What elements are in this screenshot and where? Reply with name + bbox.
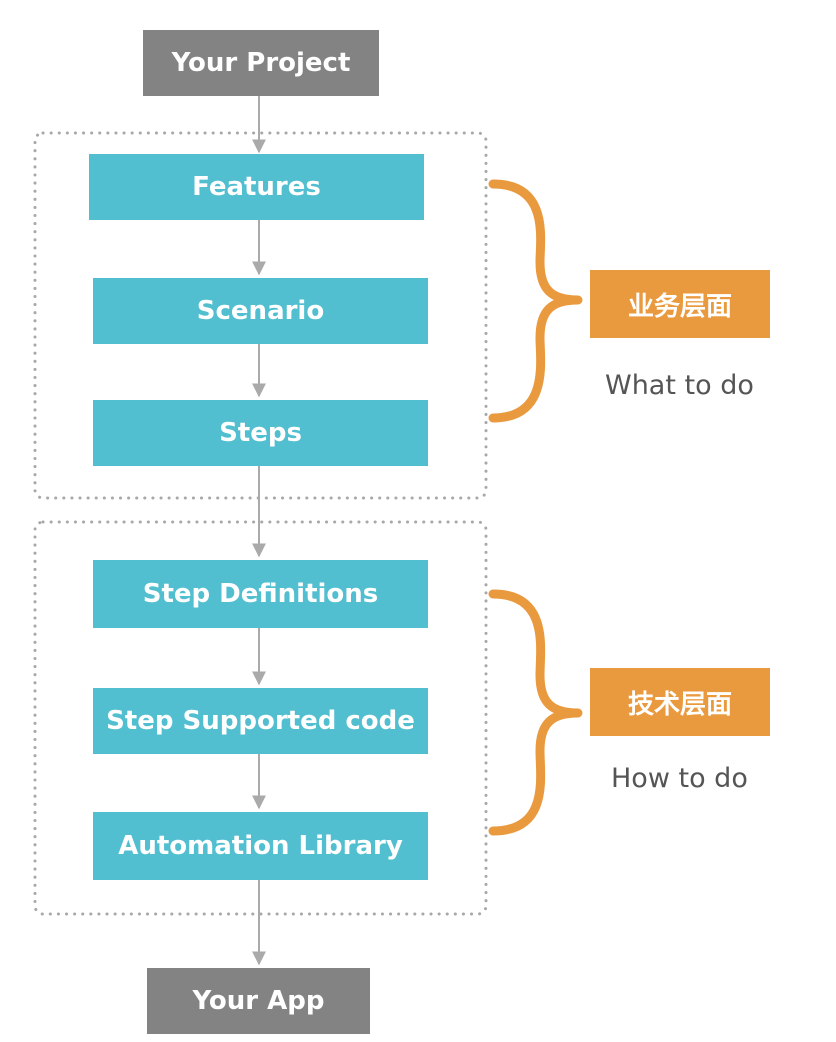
- technical-group-frame: [33, 520, 488, 916]
- node-your-project: Your Project: [143, 30, 379, 96]
- node-your-app: Your App: [147, 968, 370, 1034]
- node-step-supported-code: Step Supported code: [93, 688, 428, 754]
- business-layer-caption: What to do: [605, 370, 754, 401]
- node-automation-library: Automation Library: [93, 812, 428, 880]
- technical-brace-icon: [488, 589, 583, 836]
- node-scenario: Scenario: [93, 278, 428, 344]
- business-brace-icon: [488, 179, 583, 423]
- business-layer-badge: 业务层面: [590, 270, 770, 338]
- node-steps: Steps: [93, 400, 428, 466]
- technical-layer-badge: 技术层面: [590, 668, 770, 736]
- technical-layer-caption: How to do: [611, 763, 748, 794]
- business-group-frame: [33, 131, 488, 500]
- node-step-definitions: Step Definitions: [93, 560, 428, 628]
- node-features: Features: [89, 154, 424, 220]
